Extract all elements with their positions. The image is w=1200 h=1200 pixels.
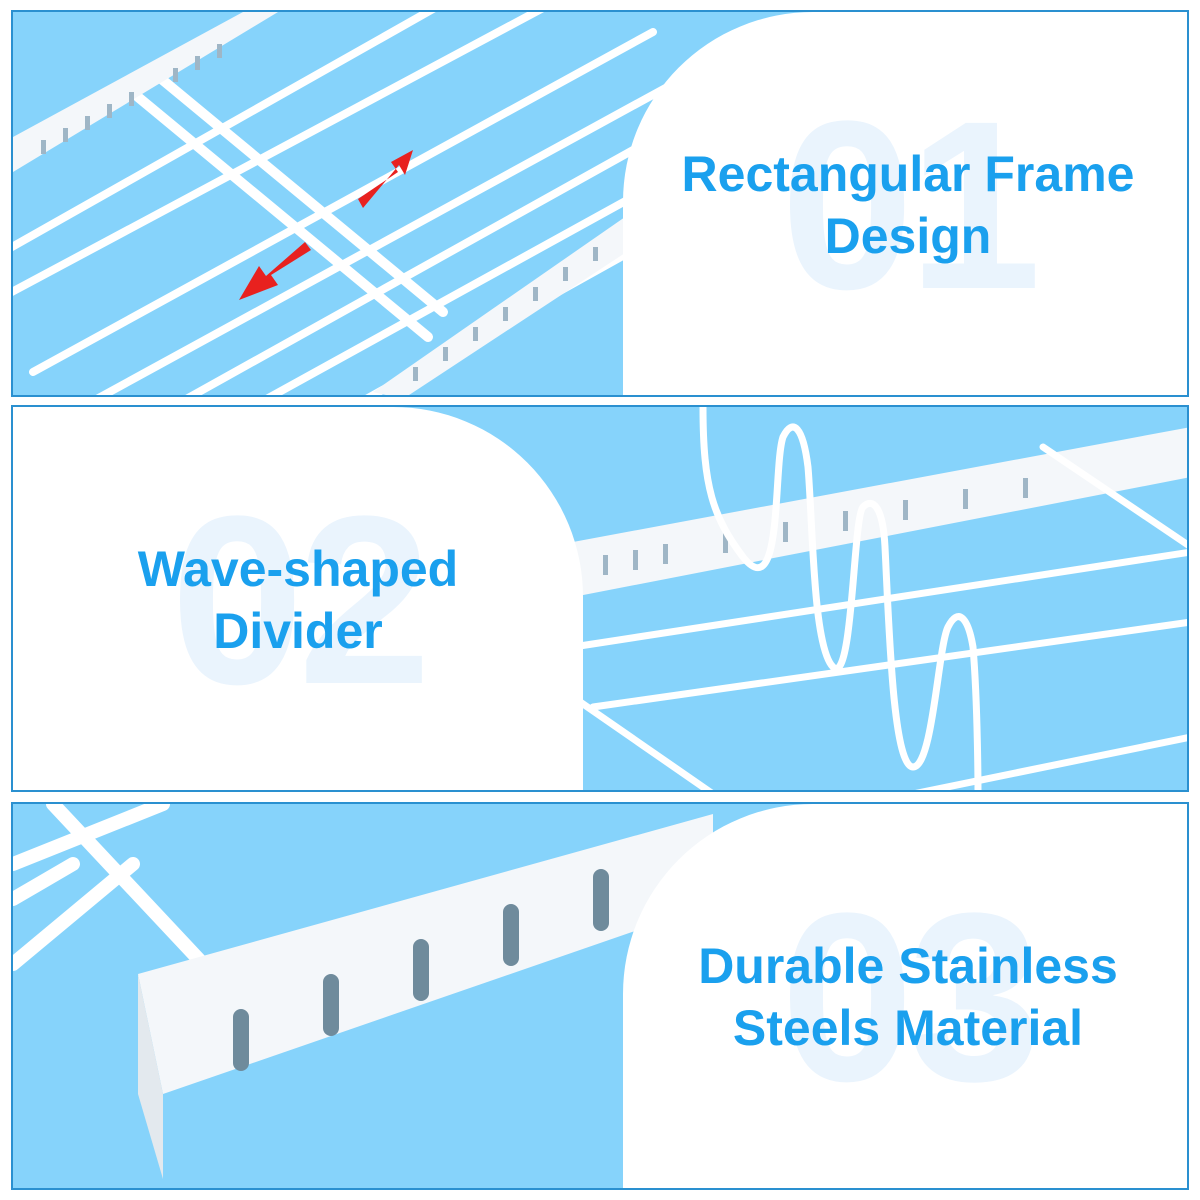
feature-panel-2: 02 Wave-shaped Divider [11, 405, 1189, 792]
feature-number-watermark: 01 [780, 70, 1042, 339]
arrow-up-right-icon [358, 150, 413, 208]
feature-title-line-1: Durable Stainless [698, 938, 1118, 994]
feature-title: Durable Stainless Steels Material [698, 935, 1118, 1059]
feature-number-watermark: 02 [170, 465, 432, 734]
material-photo [13, 804, 713, 1179]
feature-title: Wave-shaped Divider [138, 538, 458, 662]
feature-card-3: 03 Durable Stainless Steels Material [623, 804, 1187, 1188]
feature-title-line-2: Design [824, 207, 992, 264]
feature-title: Rectangular Frame Design [682, 143, 1135, 267]
arrow-down-left-icon [239, 242, 311, 300]
feature-card-1: 01 Rectangular Frame Design [623, 12, 1187, 395]
feature-title-line-2: Divider [213, 602, 383, 659]
divider-photo [569, 407, 1187, 790]
feature-card-2: 02 Wave-shaped Divider [13, 407, 583, 790]
feature-title-line-2: Steels Material [732, 1000, 1084, 1056]
feature-panel-1: 01 Rectangular Frame Design [11, 10, 1189, 397]
feature-panel-3: 03 Durable Stainless Steels Material [11, 802, 1189, 1190]
feature-title-line-1: Rectangular Frame [681, 145, 1135, 202]
feature-number-watermark: 03 [780, 863, 1042, 1131]
feature-title-line-1: Wave-shaped [137, 540, 459, 597]
